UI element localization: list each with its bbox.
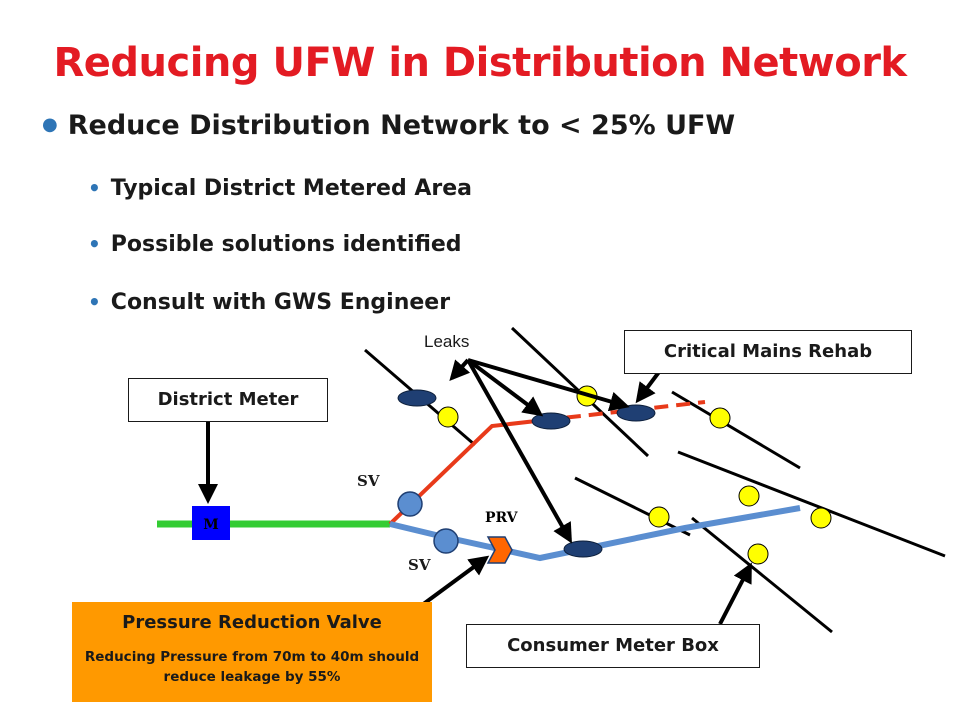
bullet-main-text: Reduce Distribution Network to < 25% UFW bbox=[67, 110, 736, 141]
leak-icon bbox=[616, 404, 656, 422]
bullet-sub-3: • Consult with GWS Engineer bbox=[88, 290, 450, 315]
red-pipe bbox=[388, 418, 546, 526]
service-line bbox=[671, 390, 801, 470]
sluice-valve-bottom-icon bbox=[433, 528, 459, 554]
prv-callout-heading: Pressure Reduction Valve bbox=[122, 612, 382, 633]
bullet-main: ● Reduce Distribution Network to < 25% UF… bbox=[42, 110, 735, 141]
leak-arrow bbox=[467, 358, 630, 412]
prv-arrow bbox=[416, 555, 490, 610]
leak-arrow bbox=[449, 358, 471, 381]
district-meter-icon bbox=[192, 506, 230, 540]
sluice-valve-top-icon bbox=[397, 491, 423, 517]
blue-pipe bbox=[389, 505, 801, 562]
bullet-dot-icon: ● bbox=[42, 114, 58, 135]
bullet-sub-2: • Possible solutions identified bbox=[88, 232, 462, 257]
leaks-label: Leaks bbox=[424, 332, 470, 351]
service-line bbox=[691, 516, 833, 634]
meter-label: M bbox=[203, 517, 219, 533]
prv-icon bbox=[486, 536, 513, 564]
leak-icon bbox=[397, 389, 437, 407]
prv-callout-body: Reducing Pressure from 70m to 40m should… bbox=[84, 649, 420, 685]
leak-arrow bbox=[466, 358, 544, 417]
arrows bbox=[198, 358, 752, 625]
service-line bbox=[677, 450, 946, 558]
critical-mains-box: Critical Mains Rehab bbox=[624, 330, 912, 374]
district-meter-box: District Meter bbox=[128, 378, 328, 422]
leaks-group bbox=[397, 389, 656, 558]
bullet-sub-text: Typical District Metered Area bbox=[110, 176, 473, 201]
bullet-sub-1: • Typical District Metered Area bbox=[88, 176, 472, 201]
leak-icon bbox=[531, 412, 571, 430]
consumer-meter-icon bbox=[437, 406, 459, 428]
bullet-sub-text: Possible solutions identified bbox=[110, 232, 462, 257]
consumer-meter-arrow bbox=[718, 562, 752, 625]
consumer-meter-icon bbox=[747, 543, 769, 565]
prv-label: PRV bbox=[485, 510, 519, 526]
bullet-dot-icon: • bbox=[88, 232, 101, 256]
leak-arrow bbox=[466, 359, 572, 544]
sv-top-label: SV bbox=[357, 472, 380, 490]
consumer-meter-icon bbox=[709, 407, 731, 429]
consumer-meter-icon bbox=[738, 485, 760, 507]
bullet-sub-text: Consult with GWS Engineer bbox=[110, 290, 451, 315]
bullet-dot-icon: • bbox=[88, 176, 101, 200]
service-line bbox=[574, 476, 691, 537]
consumer-meter-icon bbox=[648, 506, 670, 528]
leak-icon bbox=[563, 540, 603, 558]
page-title: Reducing UFW in Distribution Network bbox=[53, 40, 907, 86]
consumer-meter-icon bbox=[810, 507, 832, 529]
prv-callout-box: Pressure Reduction Valve Reducing Pressu… bbox=[72, 602, 432, 702]
consumer-meters bbox=[437, 385, 832, 565]
consumer-meter-box: Consumer Meter Box bbox=[466, 624, 760, 668]
bullet-dot-icon: • bbox=[88, 290, 101, 314]
sv-bottom-label: SV bbox=[408, 556, 431, 574]
critical-main-dashed bbox=[544, 400, 706, 422]
